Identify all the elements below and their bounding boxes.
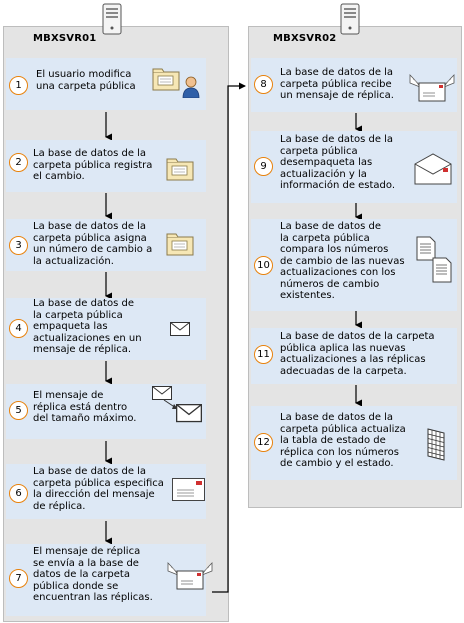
envelope-icon [172,478,205,501]
documents-icon [416,236,452,283]
envelope-pair-icon [152,386,203,423]
step-number: 11 [254,345,273,364]
step-5 [6,384,206,439]
server-title: MBXSVR02 [273,33,337,44]
grid-table-icon [427,428,445,461]
server-title: MBXSVR01 [33,33,97,44]
winged-envelope-icon [167,562,213,590]
step-number: 12 [254,433,273,452]
step-number: 1 [9,76,28,95]
step-number: 6 [9,484,28,503]
folder-icon [166,233,194,256]
step-number: 2 [9,153,28,172]
step-number: 4 [9,319,28,338]
step-number: 5 [9,401,28,420]
step-11 [251,328,457,384]
step-number: 3 [9,236,28,255]
step-number: 10 [254,256,273,275]
envelope-icon [170,322,190,336]
folder-icon [166,158,194,181]
step-10 [251,219,457,311]
step-number: 8 [254,75,273,94]
folder-icon [152,68,180,91]
step-number: 7 [9,569,28,588]
step-7 [6,544,206,616]
step-number: 9 [254,157,273,176]
winged-envelope-icon [409,74,455,102]
open-envelope-icon [414,153,452,185]
step-12 [251,406,457,480]
user-icon [182,76,200,98]
